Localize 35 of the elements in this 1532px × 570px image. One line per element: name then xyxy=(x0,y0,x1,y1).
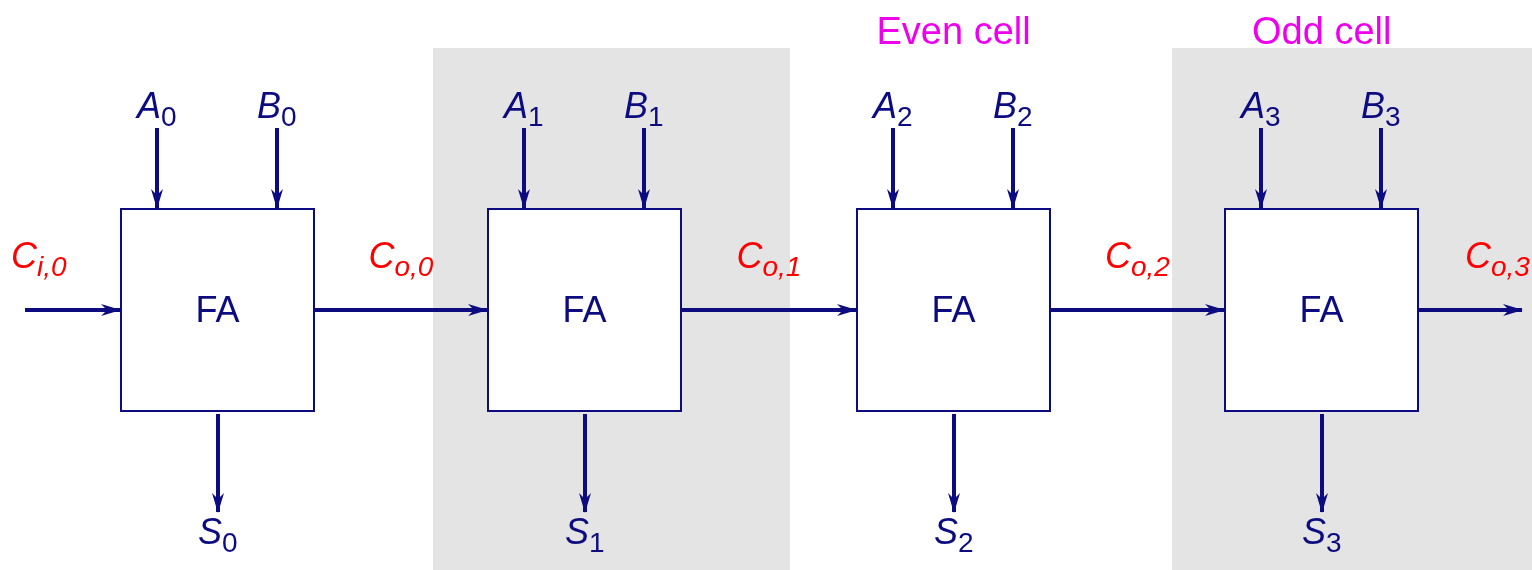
input-label: B$_{3}$ xyxy=(1361,86,1401,126)
signal-arrow xyxy=(1375,128,1387,209)
carry-arrow xyxy=(682,304,857,316)
signal-arrow xyxy=(579,414,591,513)
signal-arrow xyxy=(271,128,283,209)
cell-heading: Odd cell xyxy=(1252,10,1392,52)
signal-arrow xyxy=(638,128,650,209)
input-label: B$_{2}$ xyxy=(993,86,1033,126)
sum-output-label: S$_{2}$ xyxy=(934,512,974,552)
input-label: A$_{2}$ xyxy=(873,86,913,126)
signal-arrow xyxy=(887,128,899,209)
signal-arrow xyxy=(1255,128,1267,209)
signal-arrow xyxy=(151,128,163,209)
carry-arrow xyxy=(315,304,488,316)
sum-output-label: S$_{0}$ xyxy=(198,512,238,552)
input-label: A$_{0}$ xyxy=(137,86,177,126)
signal-arrow xyxy=(948,414,960,513)
full-adder-box: FA xyxy=(487,208,682,412)
sum-output-label: S$_{3}$ xyxy=(1302,512,1342,552)
input-label: B$_{1}$ xyxy=(624,86,664,126)
signal-arrow xyxy=(518,128,530,209)
sum-output-label: S$_{1}$ xyxy=(565,512,605,552)
full-adder-box: FA xyxy=(1224,208,1419,412)
signal-arrow xyxy=(1316,414,1328,513)
input-label: A$_{3}$ xyxy=(1241,86,1281,126)
input-label: A$_{1}$ xyxy=(504,86,544,126)
full-adder-box: FA xyxy=(856,208,1051,412)
carry-arrow xyxy=(1419,304,1523,316)
signal-arrow xyxy=(1007,128,1019,209)
signal-arrow xyxy=(212,414,224,513)
carry-arrow xyxy=(1051,304,1225,316)
input-label: B$_{0}$ xyxy=(257,86,297,126)
full-adder-box: FA xyxy=(120,208,315,412)
carry-arrow xyxy=(25,304,121,316)
cell-heading: Even cell xyxy=(876,10,1031,52)
